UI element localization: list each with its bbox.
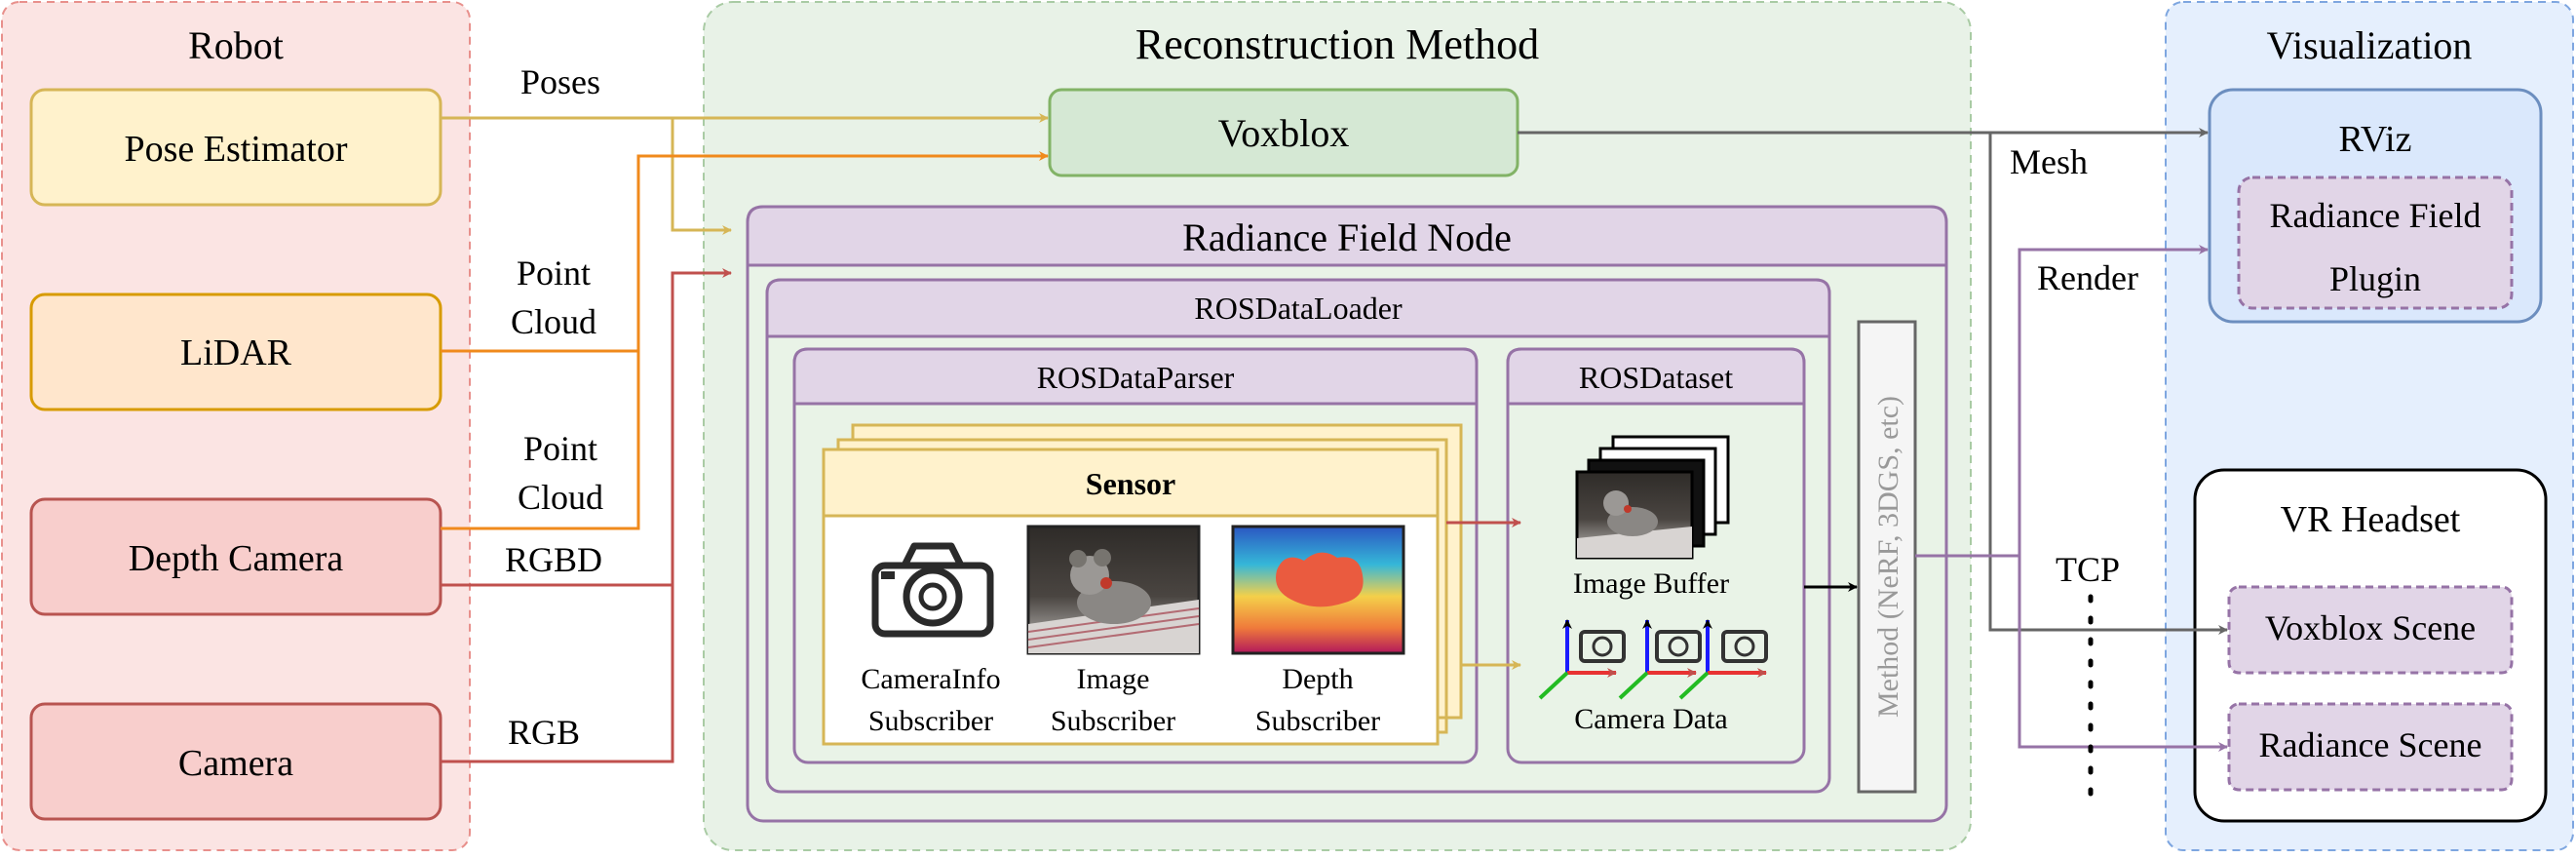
radiance-field-plugin-line2: Plugin [2329, 259, 2421, 298]
voxblox-label: Voxblox [1218, 111, 1350, 155]
lidar-cloud-label: Cloud [511, 302, 596, 341]
depth-point-label: Point [523, 429, 597, 468]
ros-dataset-label: ROSDataset [1579, 360, 1733, 395]
rgb-label: RGB [508, 713, 580, 752]
voxblox-node: Voxblox [1048, 88, 1519, 177]
depth-subscriber-line2: Subscriber [1255, 705, 1380, 737]
robot-panel: Robot [1, 1, 471, 851]
sensor-label: Sensor [1086, 466, 1175, 501]
render-edge [1915, 245, 2228, 752]
robot-panel-title: Robot [188, 23, 284, 67]
radiance-scene-label: Radiance Scene [2259, 725, 2482, 764]
vr-headset-node: VR Headset Voxblox Scene Radiance Scene [2193, 468, 2548, 823]
tcp-label: TCP [2056, 550, 2120, 589]
poses-label: Poses [520, 62, 600, 101]
camera-data-poses [1538, 619, 1768, 700]
lidar-pointcloud-edge [441, 151, 1049, 353]
voxblox-scene-label: Voxblox Scene [2265, 608, 2476, 647]
image-subscriber-line1: Image [1077, 663, 1150, 695]
lidar-label: LiDAR [180, 332, 292, 373]
voxblox-scene [2227, 585, 2514, 675]
depth-pointcloud-edge [441, 351, 640, 530]
reconstruction-panel-title: Reconstruction Method [1135, 20, 1539, 68]
camera-node: Camera [29, 702, 442, 821]
camera-pose-icon [1678, 619, 1768, 700]
radiance-scene [2227, 702, 2514, 792]
camera-pose-icon [1618, 619, 1702, 700]
camerainfo-subscriber-line1: CameraInfo [861, 663, 1000, 695]
depth-camera-node: Depth Camera [29, 497, 442, 616]
radiance-field-plugin [2237, 176, 2514, 310]
lidar-point-label: Point [517, 254, 591, 293]
method-label: Method (NeRF, 3DGS, etc) [1872, 396, 1904, 718]
image-photo [1026, 525, 1201, 655]
lidar-node: LiDAR [29, 293, 442, 411]
image-buffer-stack [1575, 435, 1730, 560]
pose-estimator-node: Pose Estimator [29, 88, 442, 207]
depth-subscriber-line1: Depth [1282, 663, 1353, 695]
depth-image [1231, 525, 1405, 655]
camera-pose-icon [1538, 619, 1626, 700]
radiance-field-plugin-line1: Radiance Field [2270, 196, 2481, 235]
ros-data-parser-label: ROSDataParser [1037, 360, 1235, 395]
sensor-to-dataset-edges [1438, 518, 1521, 720]
camera-label: Camera [178, 743, 293, 784]
mesh-edge [1518, 128, 2228, 635]
mesh-label: Mesh [2010, 142, 2088, 181]
camera-data-label: Camera Data [1574, 703, 1727, 735]
rgbd-label: RGBD [505, 540, 602, 579]
render-label: Render [2037, 258, 2138, 297]
radiance-field-node-label: Radiance Field Node [1182, 215, 1512, 259]
camera-info-icon [871, 542, 994, 638]
rviz-node: RViz Radiance Field Plugin [2208, 88, 2543, 324]
ros-data-loader-label: ROSDataLoader [1194, 291, 1403, 326]
visualization-panel-title: Visualization [2267, 23, 2473, 67]
rgbd-rgb-edge [441, 268, 732, 763]
vr-headset-label: VR Headset [2281, 499, 2461, 540]
depth-cloud-label: Cloud [518, 478, 603, 517]
image-subscriber-line2: Subscriber [1051, 705, 1175, 737]
rviz-label: RViz [2339, 119, 2412, 160]
method-box: Method (NeRF, 3DGS, etc) [1857, 320, 1917, 794]
image-buffer-label: Image Buffer [1573, 567, 1729, 600]
pose-estimator-label: Pose Estimator [124, 129, 347, 170]
camerainfo-subscriber-line2: Subscriber [868, 705, 993, 737]
depth-camera-label: Depth Camera [129, 538, 344, 579]
